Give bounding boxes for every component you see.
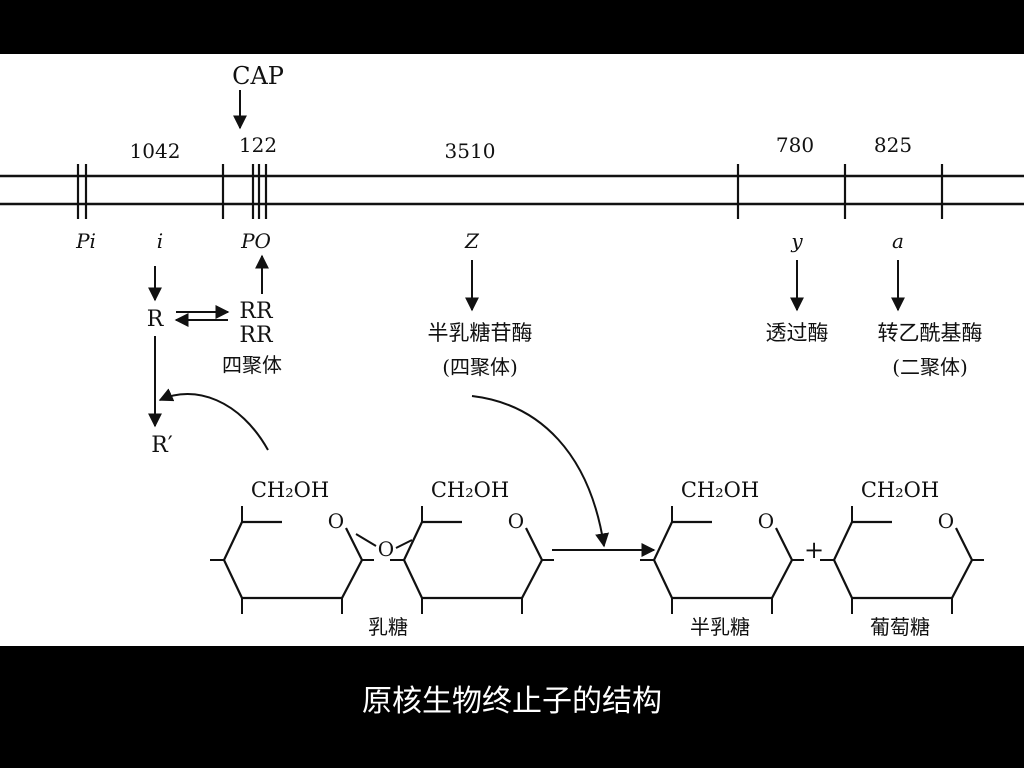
galactose-structure: CH₂OH O 半乳糖 [638, 478, 806, 639]
cap-label: CAP [232, 62, 284, 90]
ring-oxygen: O [758, 509, 774, 533]
region-boundaries [76, 164, 944, 219]
a-product-note: (二聚体) [892, 355, 968, 379]
gene-label-z: Z [464, 229, 480, 253]
glucose-structure: CH₂OH O 葡萄糖 [818, 478, 986, 639]
length-z: 3510 [445, 139, 496, 163]
gene-label-i: i [157, 229, 163, 253]
repressor-r-prime: R′ [151, 433, 173, 458]
lactose-label: 乳糖 [368, 615, 408, 639]
y-product-name: 透过酶 [766, 321, 829, 345]
lac-operon-diagram: CAP 1042 122 3510 780 825 Pi i PO Z y a … [0, 62, 1024, 639]
ch2oh-label: CH₂OH [861, 478, 939, 502]
length-po: 122 [239, 133, 277, 157]
slide-caption: 原核生物终止子的结构 [362, 684, 662, 719]
plus-sign: + [804, 536, 824, 564]
ring-oxygen: O [328, 509, 344, 533]
galactose-label: 半乳糖 [690, 615, 750, 639]
ch2oh-label: CH₂OH [681, 478, 759, 502]
gene-label-y: y [790, 229, 803, 253]
glycosidic-oxygen: O [378, 537, 394, 561]
glucose-label: 葡萄糖 [870, 615, 930, 639]
ch2oh-label: CH₂OH [251, 478, 329, 502]
z-product-note: (四聚体) [442, 355, 518, 379]
a-product-name: 转乙酰基酶 [878, 321, 983, 345]
gene-label-a: a [892, 229, 904, 253]
length-a: 825 [874, 133, 912, 157]
ring-oxygen: O [508, 509, 524, 533]
repressor-tetramer-top: RR [239, 299, 274, 324]
ch2oh-label: CH₂OH [431, 478, 509, 502]
length-y: 780 [776, 133, 814, 157]
repressor-tetramer-bottom: RR [239, 323, 274, 348]
ring-oxygen: O [938, 509, 954, 533]
tetramer-label: 四聚体 [222, 353, 282, 377]
length-i: 1042 [130, 139, 181, 163]
inducer-curve-arrow [158, 388, 269, 451]
gene-label-pi: Pi [75, 229, 96, 253]
repressor-r: R [147, 307, 165, 332]
lac-operon-figure: CAP 1042 122 3510 780 825 Pi i PO Z y a … [0, 54, 1024, 646]
z-product-name: 半乳糖苷酶 [428, 321, 533, 345]
enzyme-action-arrow [471, 395, 610, 548]
lactose-structure: CH₂OH O CH₂OH O O 乳糖 [208, 478, 556, 639]
gene-label-po: PO [240, 229, 271, 253]
